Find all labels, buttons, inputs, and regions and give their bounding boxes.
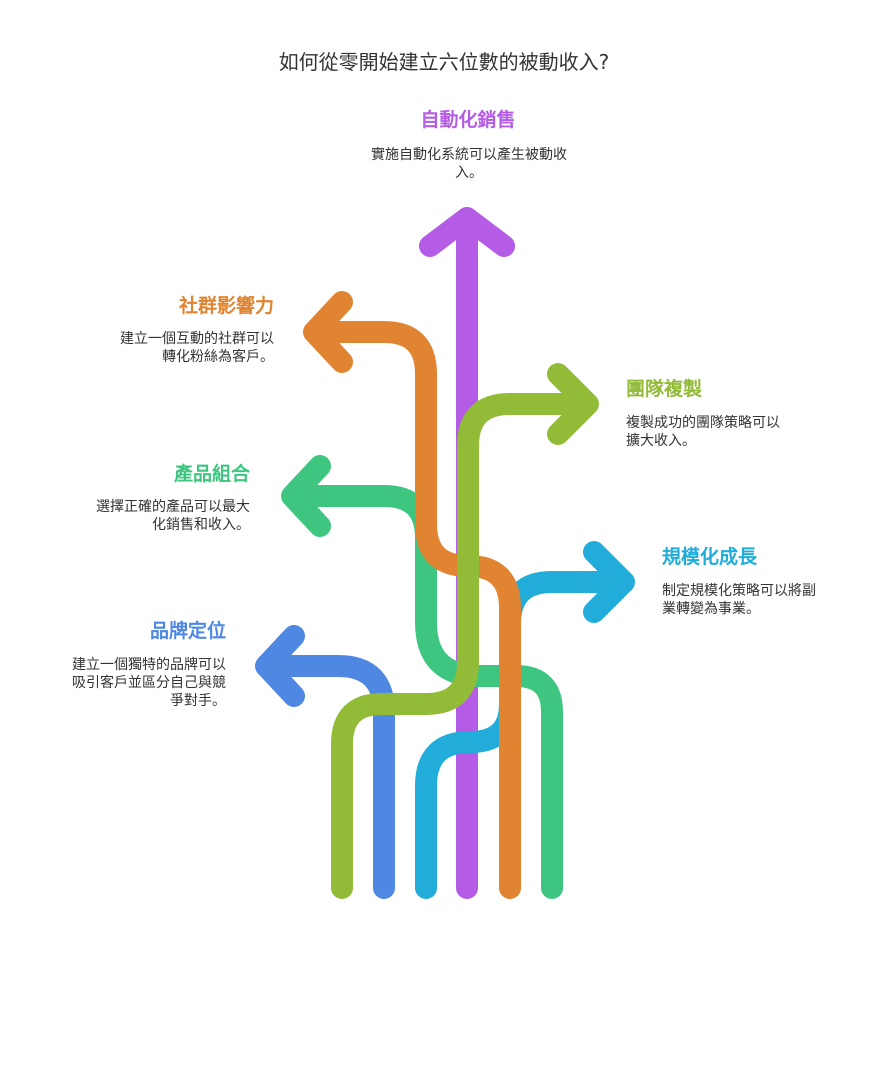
desc-line: 爭對手。 <box>170 693 226 709</box>
desc-community: 建立一個互動的社群可以 轉化粉絲為客戶。 <box>70 330 274 366</box>
arrow-portfolio <box>281 455 563 899</box>
desc-line: 建立一個互動的社群可以 <box>120 331 274 347</box>
desc-brand: 建立一個獨特的品牌可以 吸引客戶並區分自己與競 爭對手。 <box>26 656 226 710</box>
desc-portfolio: 選擇正確的產品可以最大 化銷售和收入。 <box>50 498 250 534</box>
desc-line: 選擇正確的產品可以最大 <box>96 499 250 515</box>
label-brand: 品牌定位 <box>149 620 226 642</box>
desc-line: 業轉變為事業。 <box>662 601 760 617</box>
desc-line: 建立一個獨特的品牌可以 <box>72 657 226 673</box>
page-title: 如何從零開始建立六位數的被動收入? <box>278 50 610 74</box>
arrow-team <box>331 363 599 899</box>
label-scale: 規模化成長 <box>662 546 758 568</box>
desc-automation: 實施自動化系統可以產生被動收 入。 <box>345 146 593 182</box>
desc-line: 擴大收入。 <box>626 433 696 449</box>
arrow-community <box>303 291 521 899</box>
desc-line: 實施自動化系統可以產生被動收 <box>371 147 567 163</box>
desc-team: 複製成功的團隊策略可以 擴大收入。 <box>626 414 826 450</box>
desc-line: 化銷售和收入。 <box>152 517 250 533</box>
desc-line: 吸引客戶並區分自己與競 <box>72 675 226 691</box>
label-community: 社群影響力 <box>178 295 274 317</box>
desc-line: 入。 <box>455 165 483 181</box>
desc-line: 轉化粉絲為客戶。 <box>162 349 274 365</box>
desc-line: 複製成功的團隊策略可以 <box>626 415 780 431</box>
label-team: 團隊複製 <box>626 378 703 400</box>
label-portfolio: 產品組合 <box>173 463 250 485</box>
arrow-scale <box>415 541 635 899</box>
label-automation: 自動化銷售 <box>420 109 516 131</box>
arrow-brand <box>255 625 395 899</box>
desc-line: 制定規模化策略可以將副 <box>662 583 816 599</box>
desc-scale: 制定規模化策略可以將副 業轉變為事業。 <box>662 582 862 618</box>
